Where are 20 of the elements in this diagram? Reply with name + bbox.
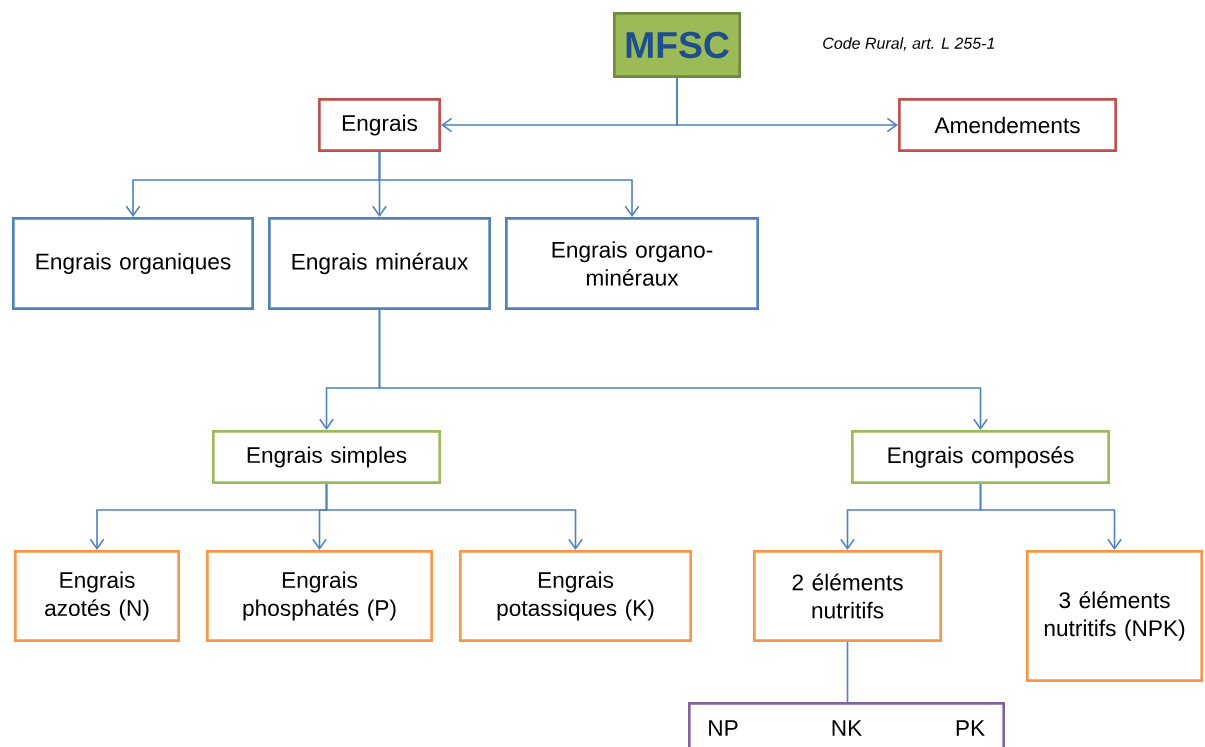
category-box: Engrais simples (211, 430, 442, 484)
reference-note: Code Rural, art. L 255-1 (823, 37, 994, 51)
category-box: Engrais organiques (12, 216, 254, 311)
connector-arrow (378, 151, 640, 217)
connector-arrow (979, 483, 1122, 550)
connector-arrow (325, 483, 583, 550)
category-box: Engrais potassiques (K) (458, 550, 693, 642)
connector-arrow (676, 77, 899, 133)
category-box: Engrais minéraux (268, 216, 491, 311)
category-box: Engrais phosphatés (P) (206, 550, 433, 642)
category-box: Engrais (318, 98, 441, 152)
connector-arrow (378, 309, 988, 430)
category-box: Engrais organo-minéraux (505, 216, 759, 311)
category-box: 2 éléments nutritifs (752, 550, 943, 642)
category-box: Amendements (898, 98, 1117, 152)
category-box: NP NK PK (687, 702, 1006, 747)
category-box: 3 éléments nutritifs (NPK) (1025, 550, 1204, 682)
category-box: Engrais composés (851, 430, 1110, 484)
root-box: MFSC (613, 12, 741, 78)
category-box: Engrais azotés (N) (14, 550, 180, 642)
